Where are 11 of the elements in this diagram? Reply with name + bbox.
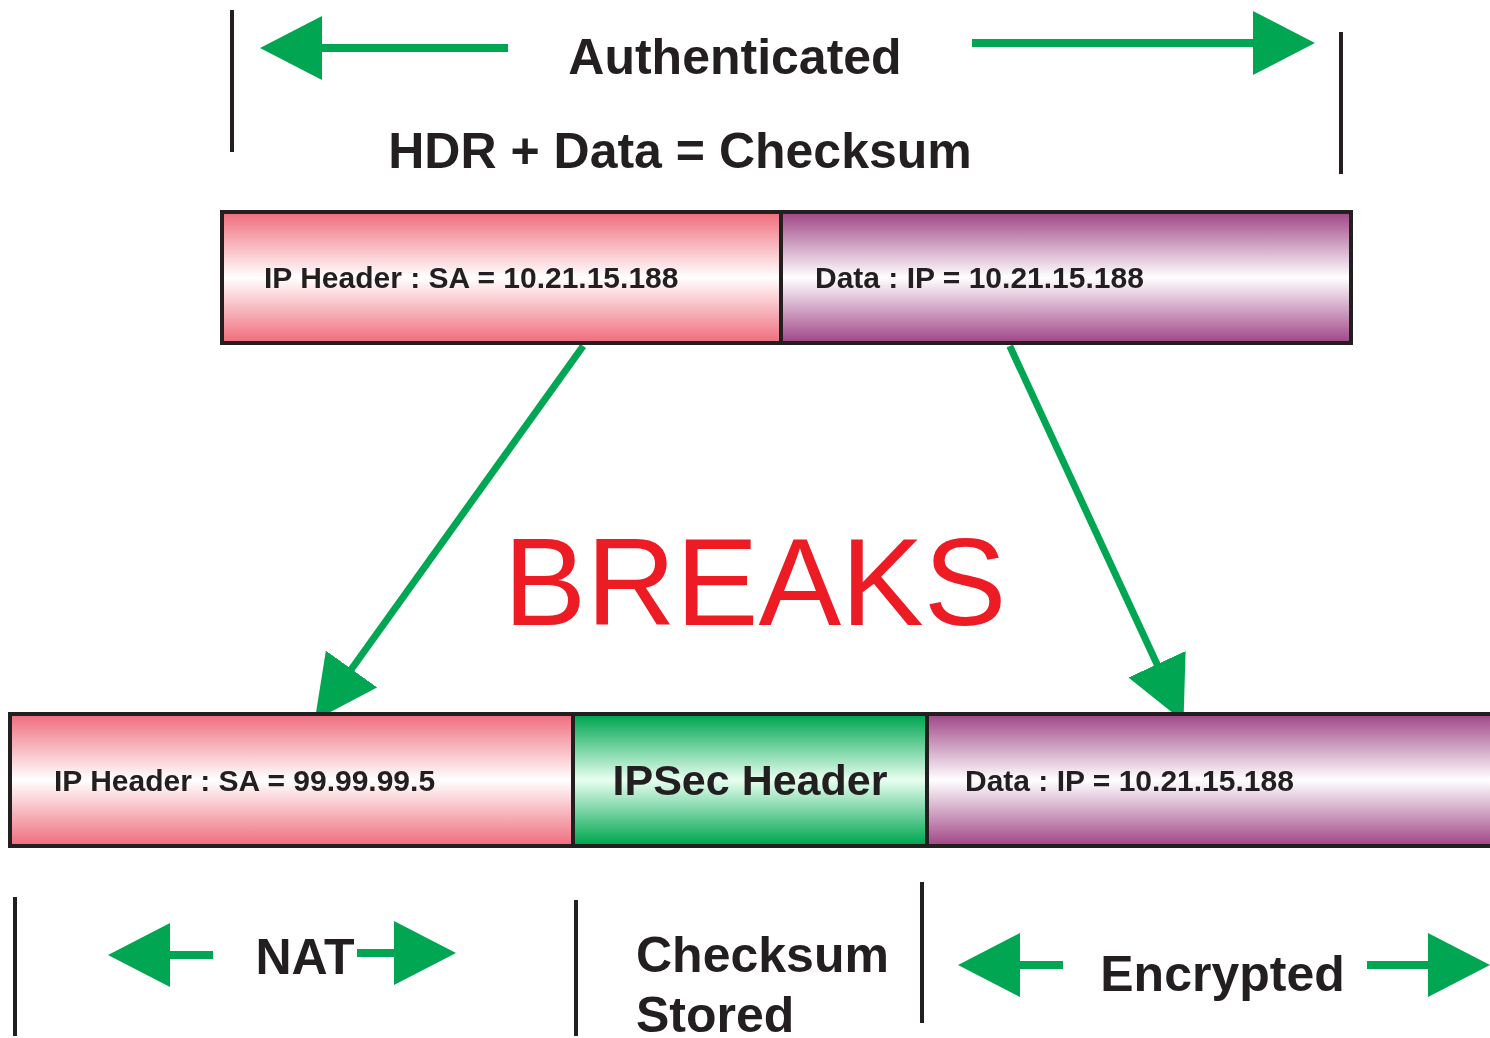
warning-text: BREAKS [502,520,1008,644]
segment-label: IPSec Header [612,754,888,806]
segment-label: IP Header : SA = 99.99.99.5 [54,762,436,799]
segment-label: Data : IP = 10.21.15.188 [965,762,1294,799]
note-text: Checksum Stored [636,926,890,1038]
dimension-label: NAT [254,928,356,987]
dimension-label: Encrypted [1099,945,1346,1004]
formula-text: HDR + Data = Checksum [387,122,973,181]
segment-label: IP Header : SA = 10.21.15.188 [264,260,679,296]
dimension-label: Authenticated [567,28,903,87]
segment-label: Data : IP = 10.21.15.188 [815,260,1144,296]
